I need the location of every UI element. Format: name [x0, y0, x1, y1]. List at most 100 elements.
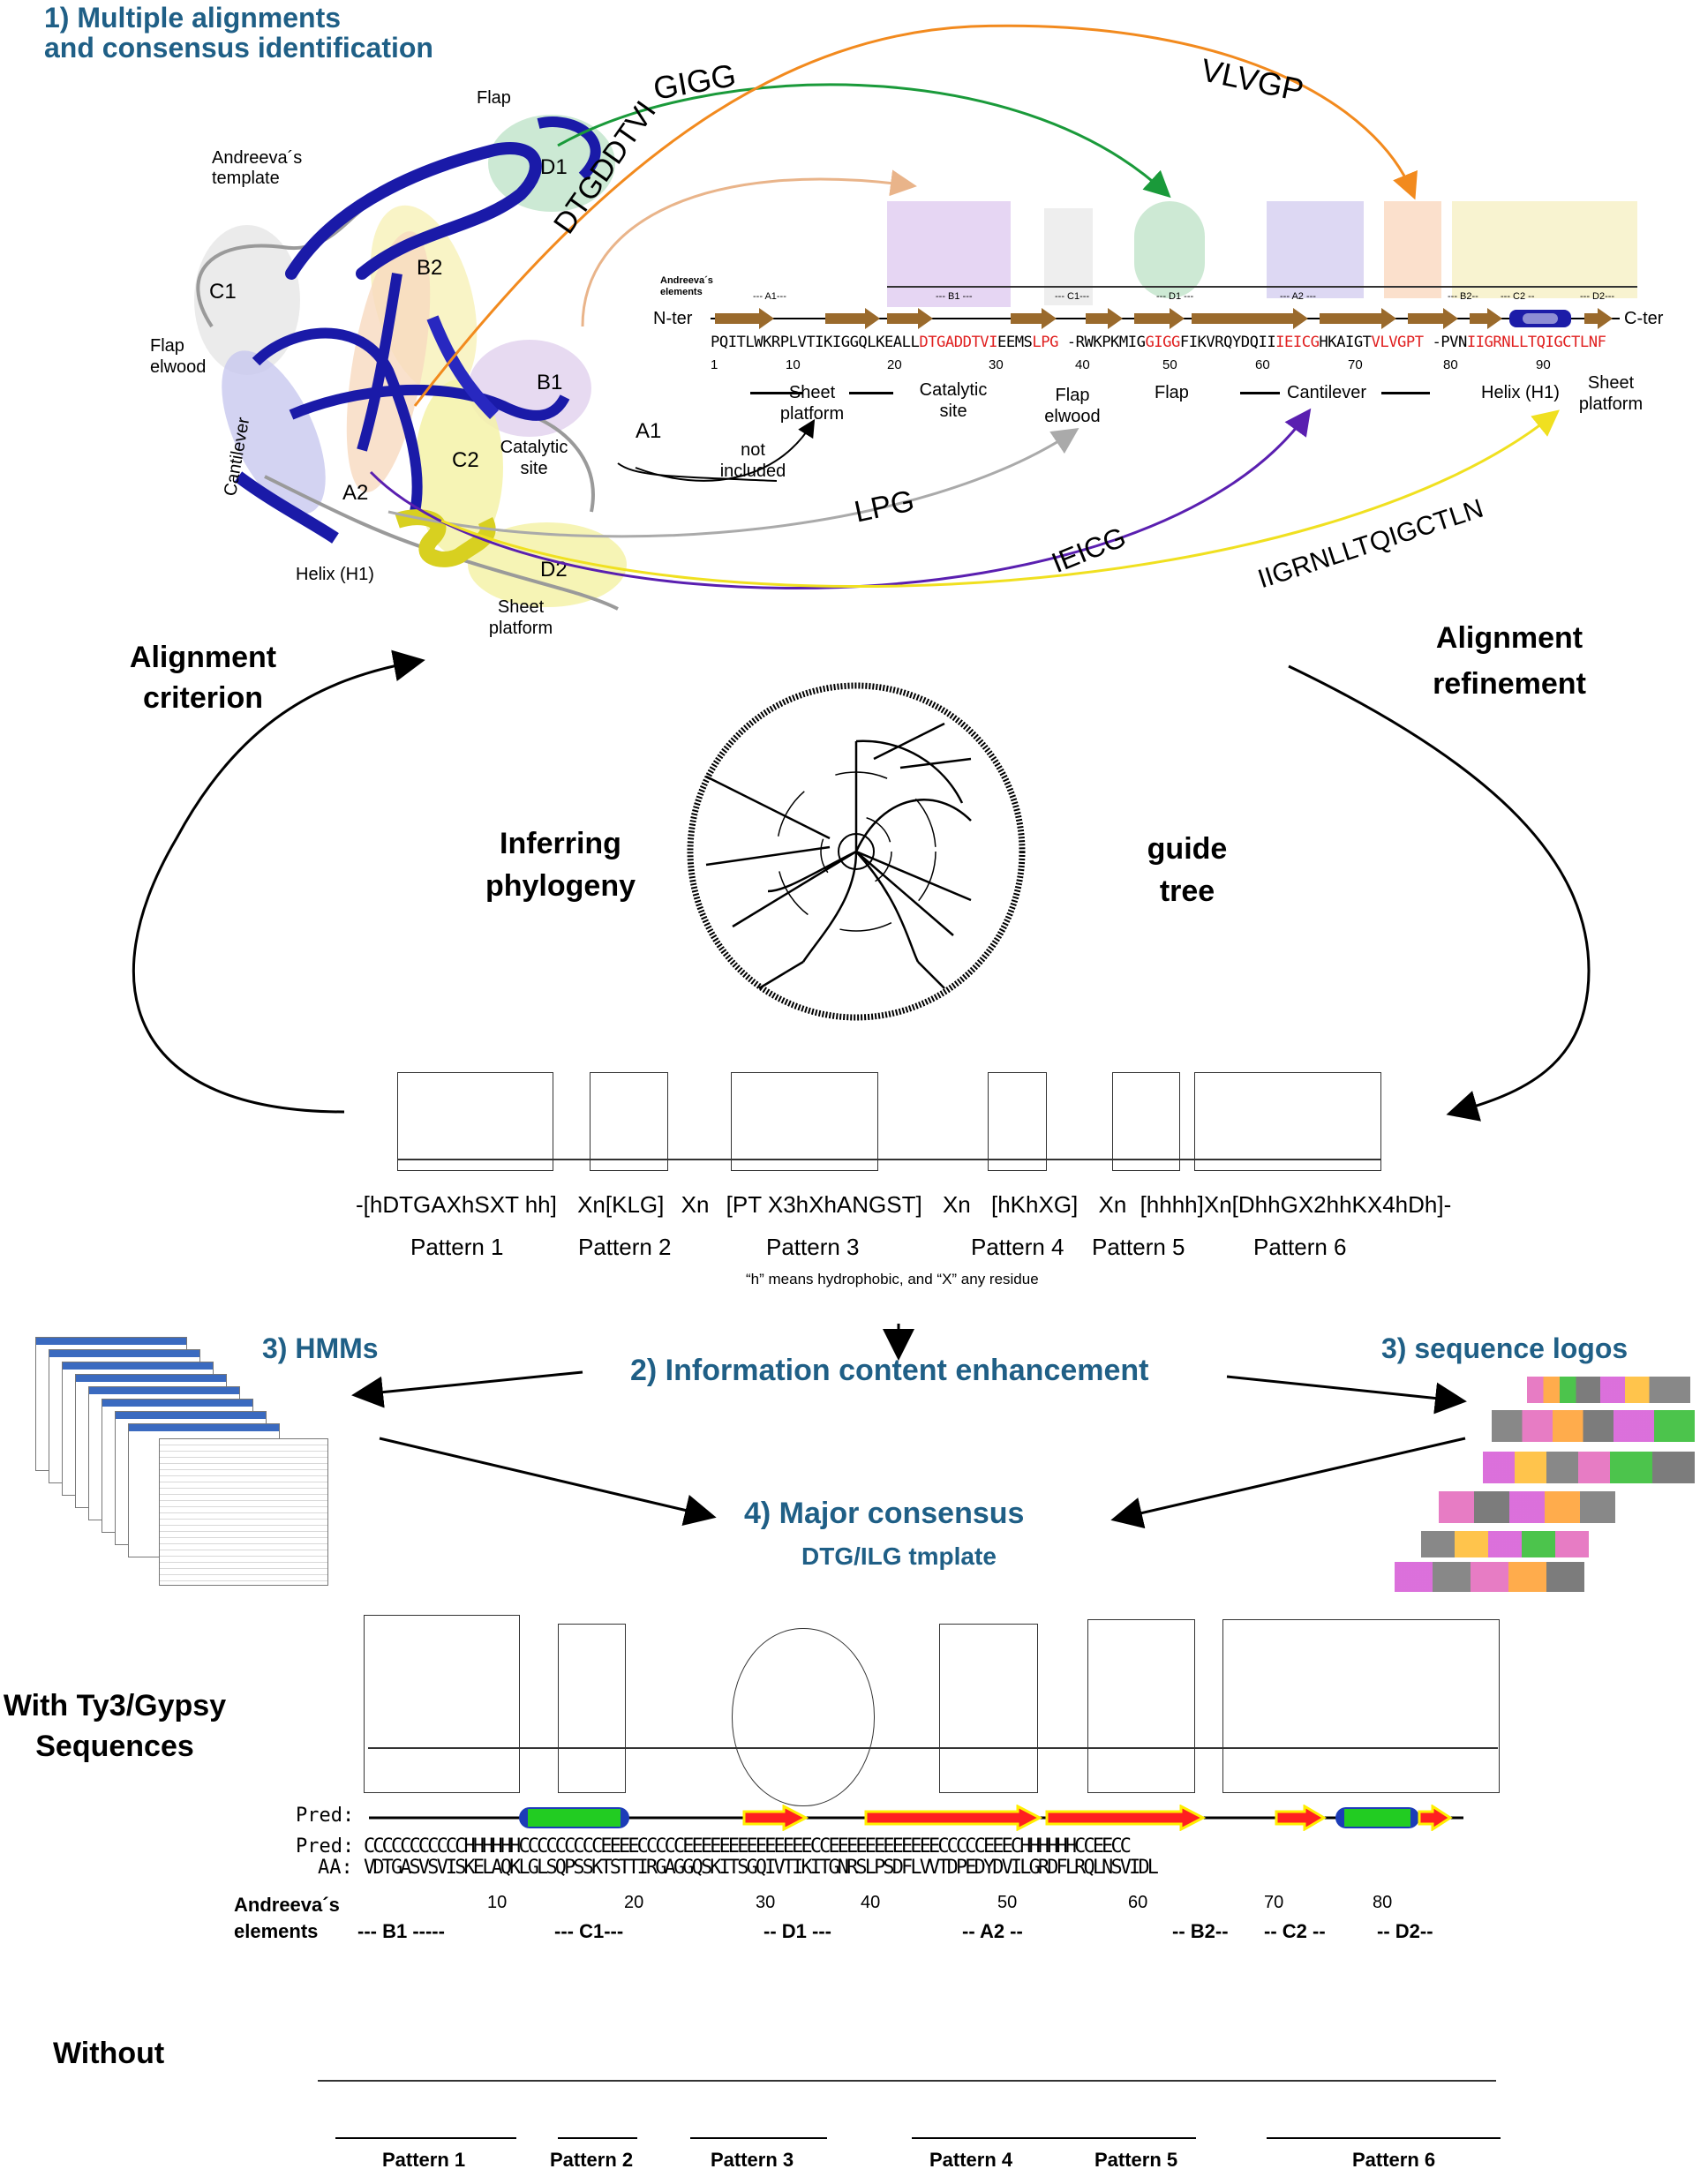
label-flap: Flap	[477, 88, 511, 108]
without-label: Without	[53, 2037, 165, 2070]
pattern-line-5	[1092, 2137, 1196, 2139]
cycle-guide-tree: guide tree	[1147, 832, 1228, 908]
region-flap-elwood: Flap elwood	[1044, 386, 1101, 426]
seq-tick-60: 60	[1255, 357, 1270, 372]
pattern-formula-row: -[hDTGAXhSXT hh] Xn[KLG] Xn [PT X3hXhANG…	[356, 1191, 1452, 1218]
pattern4-formula: [hKhXG]	[991, 1191, 1079, 1218]
seq-tick-50: 50	[1162, 357, 1177, 372]
seq-element-d1: --- D1 ---	[1156, 291, 1194, 302]
seq-element-d2: --- D2---	[1580, 291, 1615, 302]
seq-tick-80: 80	[1443, 357, 1458, 372]
aa-tick-70: 70	[1264, 1893, 1284, 1912]
andreeva-label-2: elements	[234, 1920, 319, 1942]
pattern5-formula: [hhhh]	[1140, 1191, 1204, 1218]
region-cantilever: Cantilever	[1287, 383, 1367, 402]
consensus-logo-with	[364, 1615, 1502, 1806]
pattern-line-3	[690, 2137, 827, 2139]
element-c1: --- C1---	[554, 1920, 624, 1942]
seq-element-b1: --- B1 ---	[936, 291, 973, 302]
label-catalytic-site: Catalytic site	[500, 438, 568, 478]
aa-tick-60: 60	[1128, 1893, 1148, 1912]
xn-3: Xn	[942, 1191, 971, 1218]
region-catalytic: Catalytic site	[919, 380, 988, 421]
logo-thumbnails-stack	[1386, 1377, 1695, 1606]
seq-sequence: PQITLWKRPLVTIKIGGQLKEALLDTGADDTVIEEMSLPG…	[711, 334, 1606, 351]
cycle-alignment-refinement: Alignment refinement	[1433, 621, 1586, 701]
pattern2-formula: [KLG]	[605, 1191, 665, 1218]
seq-tick-20: 20	[887, 357, 902, 372]
andreeva-label-1: Andreeva´s	[234, 1894, 340, 1916]
section-template: DTG/ILG tmplate	[801, 1542, 997, 1570]
pattern-label-4: Pattern 4	[971, 1234, 1064, 1260]
region-sheet-platform-2: Sheet platform	[1578, 373, 1644, 414]
cycle-inferring-phylogeny: Inferring phylogeny	[485, 827, 636, 903]
section-hmms: 3) HMMs	[262, 1332, 379, 1364]
aa-sequence: VDTGASVSVISKELAQKLGLSQPSSKTSTTIRGAGGQSKI…	[364, 1857, 1159, 1879]
region-line-3	[1240, 392, 1280, 394]
region-line-4	[1381, 392, 1430, 394]
seq-tick-90: 90	[1536, 357, 1551, 372]
pred-secondary-structure	[369, 1805, 1463, 1831]
seq-element-a1: --- A1---	[753, 291, 786, 302]
aa-tick-30: 30	[756, 1893, 776, 1912]
seq-tick-1: 1	[711, 357, 718, 372]
pred-sequence: CCCCCCCCCCCHHHHHHCCCCCCCCCEEEECCCCCEEEEE…	[364, 1835, 1132, 1858]
pattern-label-3: Pattern 3	[766, 1234, 860, 1260]
cycle-arrows	[132, 649, 1591, 1122]
seq-secondary-structure	[711, 308, 1620, 329]
pattern-label-6: Pattern 6	[1253, 1234, 1347, 1260]
element-c2: -- C2 --	[1264, 1920, 1326, 1942]
element-b2: -- B2--	[1172, 1920, 1229, 1942]
section-sequence-logos: 3) sequence logos	[1381, 1332, 1629, 1364]
seq-cter: C-ter	[1624, 309, 1664, 328]
guide-tree-illustration	[687, 682, 1026, 1021]
without-pattern-6: Pattern 6	[1352, 2149, 1436, 2171]
seq-element-c1: --- C1---	[1055, 291, 1090, 302]
aa-tick-40: 40	[861, 1893, 881, 1912]
aa-tick-10: 10	[487, 1893, 508, 1912]
pattern1-formula: [hDTGAXhSXT hh]	[363, 1191, 557, 1218]
seq-logo-top	[887, 201, 1642, 307]
pattern-label-1: Pattern 1	[410, 1234, 504, 1260]
motif-arrows	[369, 24, 1561, 589]
label-d1: D1	[540, 155, 568, 179]
label-template: Andreeva´s template	[212, 148, 303, 188]
label-b2: B2	[417, 256, 443, 280]
section1-title-line2: and consensus identification	[44, 32, 433, 64]
seq-tick-30: 30	[989, 357, 1004, 372]
without-pattern-4: Pattern 4	[929, 2149, 1013, 2171]
xn-1: Xn	[577, 1191, 606, 1218]
pred-graph-label: Pred:	[296, 1805, 355, 1827]
element-d2: -- D2--	[1377, 1920, 1433, 1942]
xn-5: Xn	[1203, 1191, 1232, 1218]
label-a1: A1	[636, 419, 662, 443]
label-not-included: not included	[719, 440, 786, 481]
region-line-1	[750, 392, 803, 394]
pattern-label-2: Pattern 2	[578, 1234, 672, 1260]
pattern-line-2	[558, 2137, 637, 2139]
section1-title-line1: 1) Multiple alignments	[44, 2, 342, 34]
pattern-line-4	[912, 2137, 1097, 2139]
without-pattern-2: Pattern 2	[550, 2149, 634, 2171]
label-flap-elwood: Flap elwood	[150, 336, 207, 377]
aa-tick-20: 20	[624, 1893, 644, 1912]
seq-nter: N-ter	[653, 309, 693, 328]
aa-seq-label: AA:	[318, 1857, 353, 1879]
region-sheet-platform: Sheet platform	[779, 383, 845, 424]
label-sheet-platform: Sheet platform	[488, 597, 553, 638]
xn-4: Xn	[1098, 1191, 1127, 1218]
seq-element-b2: --- B2--	[1448, 291, 1478, 302]
pattern-line-1	[335, 2137, 516, 2139]
protein-structure-illustration	[194, 115, 627, 611]
pattern-label-5: Pattern 5	[1092, 1234, 1185, 1260]
cycle-logo-row	[397, 1072, 1386, 1171]
seq-tick-40: 40	[1075, 357, 1090, 372]
region-flap: Flap	[1155, 383, 1189, 402]
cycle-alignment-criterion: Alignment criterion	[129, 641, 277, 715]
element-a2: -- A2 --	[962, 1920, 1023, 1942]
pattern6-formula: [DhhGX2hhKX4hDh]	[1231, 1191, 1444, 1218]
label-c2: C2	[452, 448, 479, 472]
consensus-logo-without	[318, 1981, 1501, 2105]
without-pattern-1: Pattern 1	[382, 2149, 466, 2171]
